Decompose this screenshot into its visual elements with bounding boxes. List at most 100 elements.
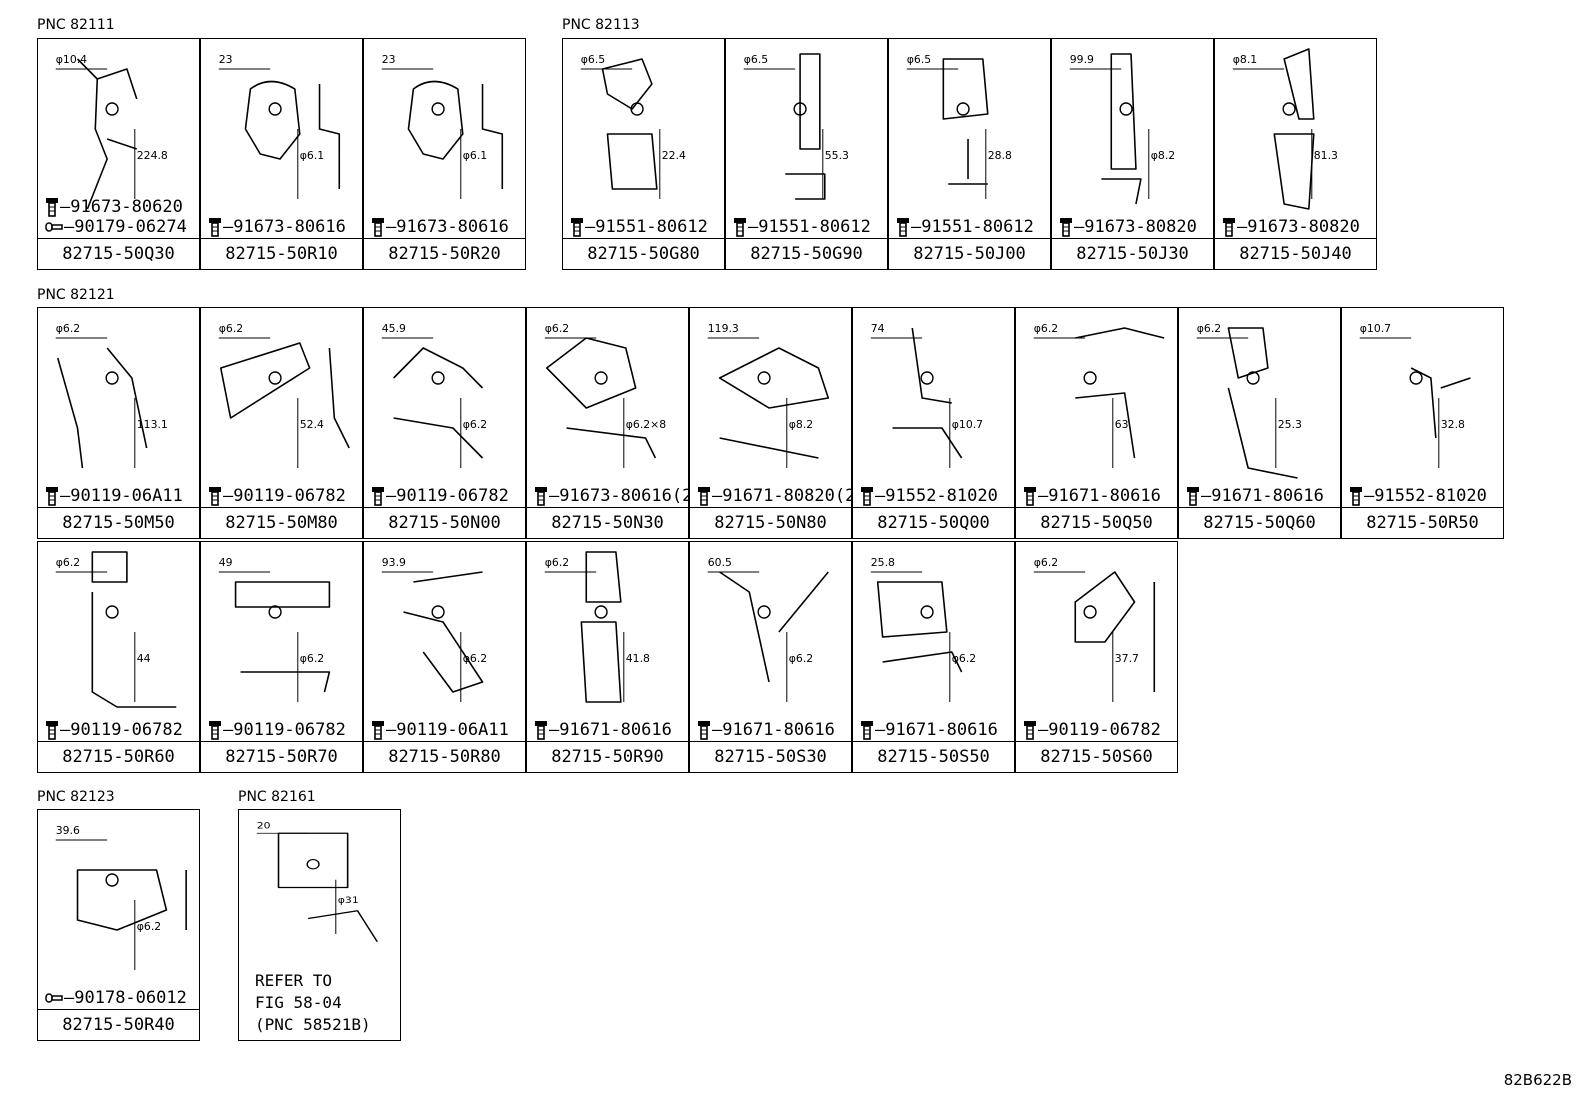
part-number[interactable]: 82715-50R20 xyxy=(364,238,525,269)
group-title: PNC 82121 xyxy=(37,287,115,303)
dimension-label: 45.9 xyxy=(382,322,406,335)
fastener-part-number: 91551-80612 xyxy=(595,217,708,237)
part-number[interactable]: 82715-50Q60 xyxy=(1179,507,1340,538)
bolt-icon xyxy=(897,218,909,237)
fastener-part-number: 91671-80820(2) xyxy=(722,486,866,506)
bolt-icon xyxy=(698,721,710,740)
fastener-part-number: 91671-80616 xyxy=(1048,486,1161,506)
group-title: PNC 82111 xyxy=(37,17,115,33)
fastener-part-number: 91671-80616 xyxy=(559,720,672,740)
part-number[interactable]: 82715-50S50 xyxy=(853,741,1014,772)
fastener-callout: —91552-81020 xyxy=(1348,486,1487,506)
part-number[interactable]: 82715-50R70 xyxy=(201,741,362,772)
fastener-callout: —91673-80620 xyxy=(44,197,183,217)
fastener-part-number: 90178-06012 xyxy=(74,988,187,1008)
fastener-part-number: 91673-80820 xyxy=(1084,217,1197,237)
bolt-icon xyxy=(861,487,873,506)
part-number[interactable]: 82715-50R90 xyxy=(527,741,688,772)
fastener-part-number: 91673-80616(2) xyxy=(559,486,703,506)
part-number[interactable]: 82715-50Q00 xyxy=(853,507,1014,538)
fastener-callout: —91671-80616 xyxy=(1022,486,1161,506)
part-number[interactable]: 82715-50Q30 xyxy=(38,238,199,269)
bracket-drawing: 23 φ6.1 xyxy=(201,39,362,239)
dimension-label: φ6.1 xyxy=(463,149,487,162)
fastener-callout: —91671-80616 xyxy=(696,720,835,740)
dimension-label: φ6.5 xyxy=(744,53,768,66)
fastener-callout: —90119-06782 xyxy=(44,720,183,740)
dimension-label: φ6.2 xyxy=(952,652,976,665)
dimension-label: φ31 xyxy=(338,896,359,906)
part-number[interactable]: 82715-50R10 xyxy=(201,238,362,269)
fastener-callout: —91673-80820 xyxy=(1058,217,1197,237)
dimension-label: φ6.2 xyxy=(56,556,80,569)
part-number[interactable]: 82715-50Q50 xyxy=(1016,507,1177,538)
dimension-label: φ6.2 xyxy=(219,322,243,335)
part-number[interactable]: 82715-50N00 xyxy=(364,507,525,538)
fastener-callout: —91551-80612 xyxy=(569,217,708,237)
fastener-callout: —91551-80612 xyxy=(895,217,1034,237)
bolt-icon xyxy=(372,721,384,740)
dimension-label: 119.3 xyxy=(708,322,739,335)
dimension-label: φ6.2 xyxy=(1034,556,1058,569)
group-title: PNC 82123 xyxy=(37,789,115,805)
part-number[interactable]: 82715-50J40 xyxy=(1215,238,1376,269)
fastener-part-number: 90119-06A11 xyxy=(70,486,183,506)
bolt-icon xyxy=(571,218,583,237)
dimension-label: φ8.1 xyxy=(1233,53,1257,66)
dimension-label: φ6.2 xyxy=(300,652,324,665)
part-number[interactable]: 82715-50G90 xyxy=(726,238,887,269)
dimension-label: 23 xyxy=(219,53,233,66)
fastener-part-number: 90119-06782 xyxy=(233,720,346,740)
fastener-part-number: 91673-80820 xyxy=(1247,217,1360,237)
dimension-label: 20 xyxy=(257,822,271,832)
part-number[interactable]: 82715-50R60 xyxy=(38,741,199,772)
part-number[interactable]: 82715-50R80 xyxy=(364,741,525,772)
fastener-callout: —90179-06274 xyxy=(44,217,187,237)
dimension-label: φ6.5 xyxy=(907,53,931,66)
dimension-label: 74 xyxy=(871,322,885,335)
bolt-icon xyxy=(1060,218,1072,237)
part-number[interactable]: 82715-50R40 xyxy=(38,1009,199,1040)
part-number[interactable]: 82715-50N30 xyxy=(527,507,688,538)
dimension-label: φ6.1 xyxy=(300,149,324,162)
part-number[interactable]: 82715-50M80 xyxy=(201,507,362,538)
part-number[interactable]: 82715-50S30 xyxy=(690,741,851,772)
part-number[interactable]: 82715-50G80 xyxy=(563,238,724,269)
part-number[interactable]: 82715-50S60 xyxy=(1016,741,1177,772)
part-number[interactable]: 82715-50R50 xyxy=(1342,507,1503,538)
dimension-label: 63 xyxy=(1115,418,1129,431)
part-number[interactable]: 82715-50J00 xyxy=(889,238,1050,269)
fastener-callout: —90119-06782 xyxy=(207,486,346,506)
part-number[interactable]: 82715-50M50 xyxy=(38,507,199,538)
part-number[interactable]: 82715-50J30 xyxy=(1052,238,1213,269)
part-number[interactable]: 82715-50N80 xyxy=(690,507,851,538)
fastener-callout: —90119-06A11 xyxy=(370,720,509,740)
figure-id: 82B622B xyxy=(1503,1071,1572,1089)
fastener-part-number: 91673-80616 xyxy=(396,217,509,237)
dimension-label: φ6.2 xyxy=(545,556,569,569)
bolt-icon xyxy=(734,218,746,237)
dimension-label: φ10.7 xyxy=(1360,322,1391,335)
bolt-icon xyxy=(372,487,384,506)
